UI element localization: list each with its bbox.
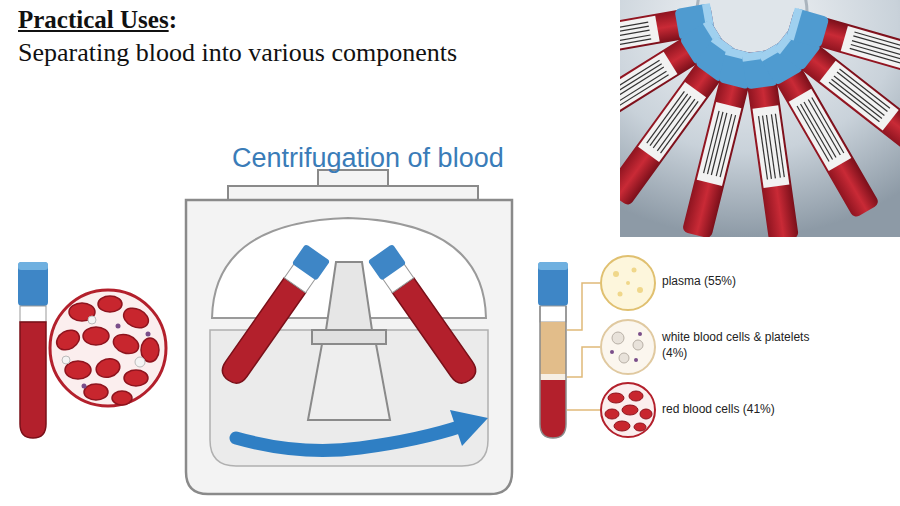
title-row: Practical Uses: [18,6,177,34]
leader-lines [567,283,600,410]
subtitle: Separating blood into various components [18,38,457,68]
component-label: red blood cells (41%) [662,402,812,416]
centrifuge [186,170,512,494]
diagram-heading: Centrifugation of blood [232,143,504,174]
component-circles [601,256,655,437]
component-label: plasma (55%) [662,274,812,288]
title: Practical Uses [18,6,169,33]
title-colon: : [169,6,177,33]
blood-tube-separated [538,262,568,438]
whole-blood-circle [50,290,166,406]
rotor-photo [620,0,900,237]
blood-tube-whole [18,262,48,438]
component-label: white blood cells & platelets (4%) [662,330,812,361]
